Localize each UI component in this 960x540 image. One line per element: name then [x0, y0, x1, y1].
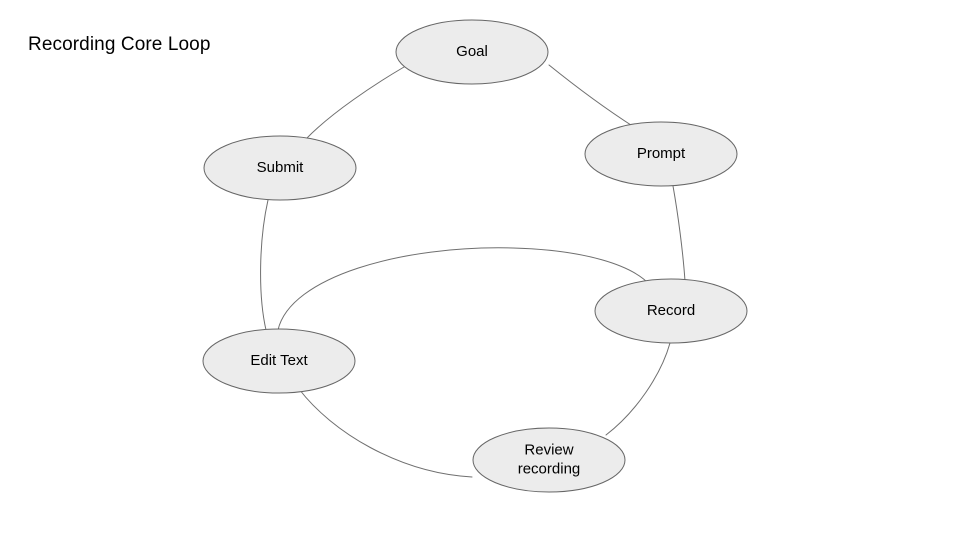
- node-label-edit: Edit Text: [250, 352, 308, 369]
- edges-group: [260, 64, 686, 478]
- edge-goal-submit: [305, 66, 405, 140]
- node-shape-goal[interactable]: [395, 19, 549, 85]
- node-label-submit: Submit: [257, 159, 305, 176]
- node-shape-edit[interactable]: [202, 328, 356, 394]
- edge-edit-review: [298, 388, 473, 478]
- node-record[interactable]: Record: [594, 278, 748, 344]
- edge-submit-edit: [260, 199, 269, 331]
- edge-edit-record: [277, 247, 651, 331]
- node-shape-submit[interactable]: [203, 135, 357, 201]
- node-label-record: Record: [647, 302, 695, 319]
- node-label-goal: Goal: [456, 43, 488, 60]
- edge-goal-prompt: [548, 64, 635, 128]
- node-submit[interactable]: Submit: [203, 135, 357, 201]
- node-edit[interactable]: Edit Text: [202, 328, 356, 394]
- node-goal[interactable]: Goal: [395, 19, 549, 85]
- node-shape-record[interactable]: [594, 278, 748, 344]
- node-shape-prompt[interactable]: [584, 121, 738, 187]
- node-label-prompt: Prompt: [637, 145, 686, 162]
- edge-record-review: [605, 342, 671, 436]
- node-prompt[interactable]: Prompt: [584, 121, 738, 187]
- page-title: Recording Core Loop: [28, 34, 211, 55]
- node-shape-review[interactable]: [472, 427, 626, 493]
- edge-prompt-record: [672, 185, 686, 282]
